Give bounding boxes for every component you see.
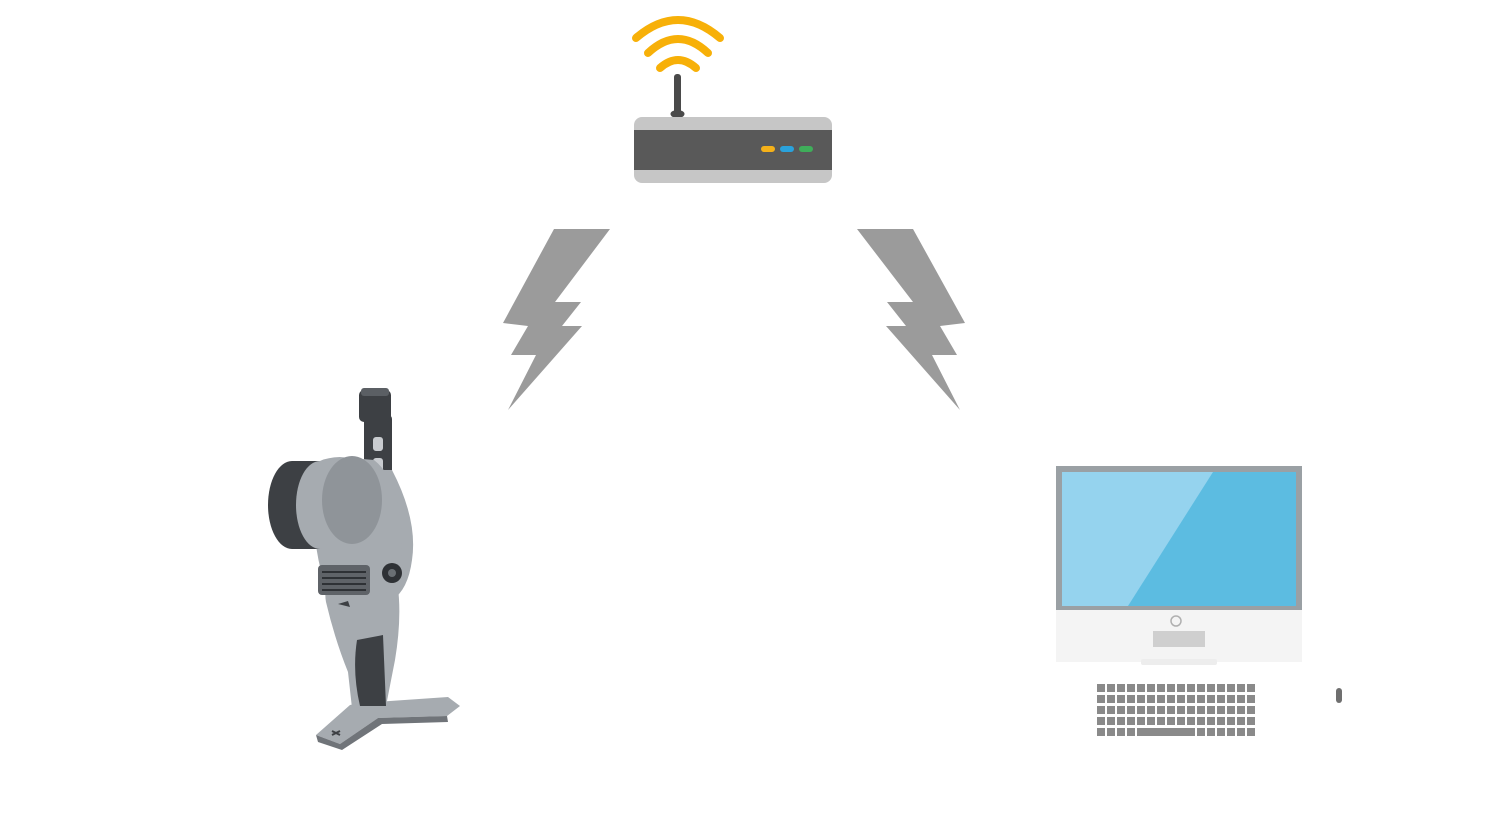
keyboard-key <box>1227 684 1235 692</box>
keyboard-key <box>1217 695 1225 703</box>
keyboard-key <box>1097 684 1105 692</box>
keyboard-key <box>1127 728 1135 736</box>
keyboard-key <box>1247 717 1255 725</box>
wifi-signal-icon <box>632 16 724 72</box>
keyboard-key <box>1207 684 1215 692</box>
keyboard-key <box>1207 717 1215 725</box>
keyboard-key <box>1097 728 1105 736</box>
keyboard-key <box>1167 706 1175 714</box>
keyboard-key <box>1167 695 1175 703</box>
keyboard-key <box>1247 695 1255 703</box>
keyboard-key <box>1137 717 1145 725</box>
wifi-router <box>632 16 832 183</box>
keyboard-key <box>1247 706 1255 714</box>
keyboard-key <box>1127 717 1135 725</box>
router-antenna <box>674 74 681 114</box>
keyboard-key <box>1097 695 1105 703</box>
keyboard-key <box>1187 706 1195 714</box>
keyboard-key <box>1177 695 1185 703</box>
desktop-computer-icon <box>1056 466 1342 736</box>
lightning-bolt-icon <box>857 229 965 410</box>
keyboard-key <box>1227 717 1235 725</box>
keyboard-key <box>1157 717 1165 725</box>
router-led <box>761 146 775 152</box>
keyboard-key <box>1177 717 1185 725</box>
mouse-icon <box>1336 688 1342 703</box>
keyboard-key <box>1157 706 1165 714</box>
keyboard-key <box>1117 706 1125 714</box>
keyboard-key <box>1117 695 1125 703</box>
monitor-stand <box>1153 631 1205 647</box>
keyboard-key <box>1217 717 1225 725</box>
keyboard-key <box>1197 695 1205 703</box>
keyboard-key <box>1227 706 1235 714</box>
keyboard-key <box>1237 695 1245 703</box>
keyboard-key <box>1097 717 1105 725</box>
keyboard-key <box>1227 695 1235 703</box>
keyboard-key <box>1237 706 1245 714</box>
keyboard-key <box>1147 706 1155 714</box>
keyboard-key <box>1147 684 1155 692</box>
keyboard-key <box>1197 684 1205 692</box>
keyboard-key <box>1167 684 1175 692</box>
keyboard-key <box>1217 728 1225 736</box>
keyboard-key <box>1107 706 1115 714</box>
keyboard-key <box>1117 684 1125 692</box>
router-led <box>799 146 813 152</box>
keyboard-key <box>1147 695 1155 703</box>
keyboard-key <box>1197 717 1205 725</box>
router-led <box>780 146 794 152</box>
keyboard-key <box>1247 684 1255 692</box>
keyboard-key <box>1107 684 1115 692</box>
keyboard-key <box>1177 684 1185 692</box>
keyboard-key <box>1107 695 1115 703</box>
keyboard-key <box>1177 706 1185 714</box>
lightning-bolt-icon <box>503 229 610 410</box>
handheld-lidar-scanner-icon <box>268 388 460 750</box>
keyboard-key <box>1117 728 1125 736</box>
keyboard-key <box>1127 695 1135 703</box>
keyboard-key <box>1237 717 1245 725</box>
keyboard-key <box>1207 728 1215 736</box>
keyboard-key <box>1127 684 1135 692</box>
keyboard-key <box>1207 695 1215 703</box>
keyboard-key <box>1187 695 1195 703</box>
keyboard-key <box>1237 684 1245 692</box>
keyboard-key <box>1207 706 1215 714</box>
keyboard-key <box>1217 706 1225 714</box>
keyboard-key <box>1137 728 1195 736</box>
keyboard-key <box>1237 728 1245 736</box>
keyboard-key <box>1187 717 1195 725</box>
keyboard-key <box>1107 728 1115 736</box>
keyboard-key <box>1137 684 1145 692</box>
keyboard-key <box>1107 717 1115 725</box>
router-status-leds <box>761 146 813 152</box>
keyboard-key <box>1157 695 1165 703</box>
keyboard-key <box>1217 684 1225 692</box>
keyboard-key <box>1097 706 1105 714</box>
keyboard-key <box>1157 684 1165 692</box>
keyboard-key <box>1247 728 1255 736</box>
keyboard-key <box>1137 695 1145 703</box>
keyboard-icon <box>1097 684 1255 736</box>
keyboard-key <box>1187 684 1195 692</box>
keyboard-key <box>1197 728 1205 736</box>
keyboard-key <box>1147 717 1155 725</box>
router-body <box>634 130 832 170</box>
keyboard-key <box>1137 706 1145 714</box>
keyboard-key <box>1197 706 1205 714</box>
keyboard-key <box>1117 717 1125 725</box>
keyboard-key <box>1227 728 1235 736</box>
keyboard-key <box>1167 717 1175 725</box>
keyboard-key <box>1127 706 1135 714</box>
